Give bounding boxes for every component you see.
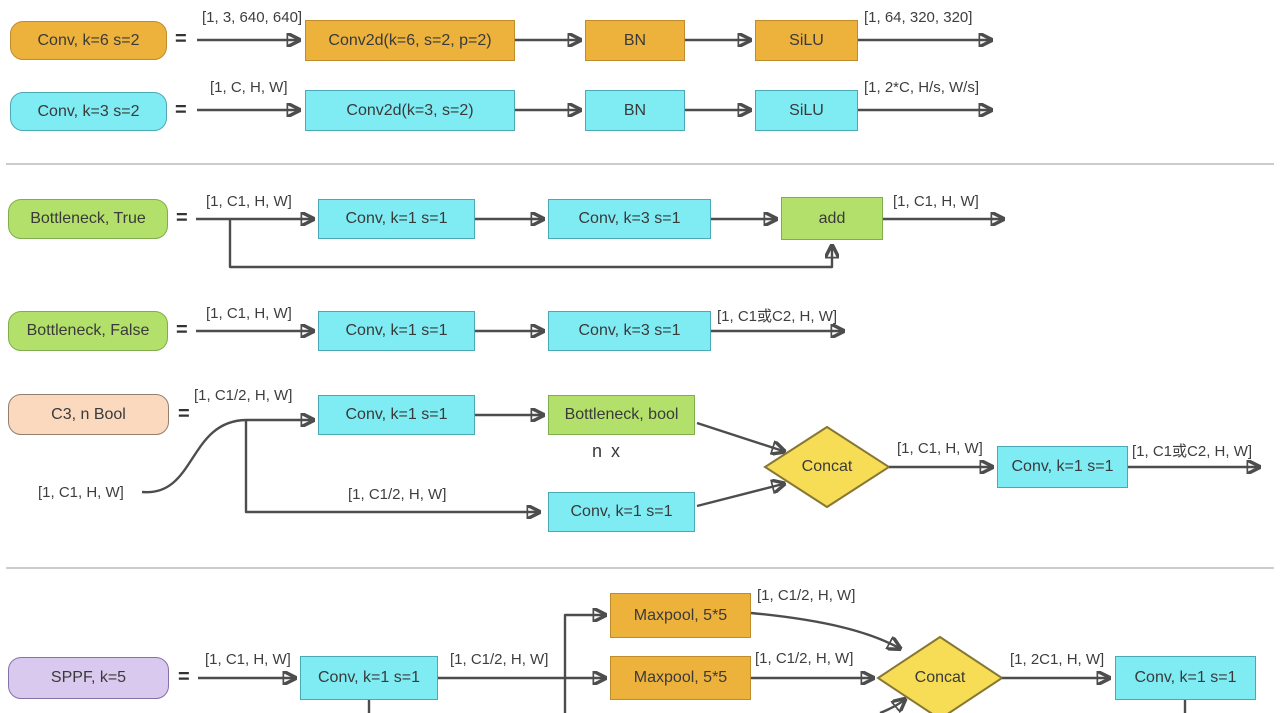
maxpool-box: Maxpool, 5*5 [610, 593, 751, 638]
maxpool-label: Maxpool, 5*5 [633, 606, 728, 624]
tensor-label: [1, C1或C2, H, W] [717, 308, 838, 325]
sppf-concat-diamond [876, 635, 1004, 713]
conv-k6-pill-label: Conv, k=6 s=2 [37, 31, 140, 49]
conv-label: Conv, k=3 s=1 [578, 322, 681, 340]
bottleneck-bool-label: Bottleneck, bool [564, 406, 679, 424]
silu-box: SiLU [755, 20, 858, 61]
bottleneck-false-pill: Bottleneck, False [8, 311, 168, 351]
concat-diamond-label: Concat [801, 458, 853, 475]
equals-sign: = [175, 99, 187, 121]
tensor-label: [1, C1, H, W] [893, 193, 979, 210]
conv-box: Conv, k=1 s=1 [548, 492, 695, 532]
c3-edges [141, 415, 1258, 512]
tensor-label: [1, C1, H, W] [206, 193, 292, 210]
bn-label: BN [623, 101, 647, 119]
sppf-pill: SPPF, k=5 [8, 657, 169, 699]
sppf-edges [198, 613, 1187, 713]
conv-label: Conv, k=3 s=1 [578, 210, 681, 228]
tensor-label: [1, 2*C, H/s, W/s] [864, 79, 980, 96]
silu-box: SiLU [755, 90, 858, 131]
conv-box: Conv, k=1 s=1 [318, 395, 475, 435]
conv-k6-pill: Conv, k=6 s=2 [10, 21, 167, 60]
add-label: add [818, 209, 846, 227]
bn-box: BN [585, 20, 685, 61]
tensor-label: [1, 2C1, H, W] [1010, 651, 1105, 668]
conv-box: Conv, k=1 s=1 [997, 446, 1128, 488]
bn-box: BN [585, 90, 685, 131]
bn-label: BN [623, 31, 647, 49]
conv-box: Conv, k=1 s=1 [318, 199, 475, 239]
silu-label: SiLU [789, 31, 824, 49]
equals-sign: = [178, 403, 190, 425]
conv-label: Conv, k=1 s=1 [345, 406, 448, 424]
c3-concat-diamond [763, 425, 891, 509]
conv-box: Conv, k=1 s=1 [1115, 656, 1256, 700]
bottleneck-true-pill-label: Bottleneck, True [30, 210, 146, 228]
equals-sign: = [178, 666, 190, 688]
section-divider-top [6, 163, 1274, 165]
tensor-label: [1, C1/2, H, W] [194, 387, 293, 404]
conv-label: Conv, k=1 s=1 [1134, 669, 1237, 687]
conv2d-k3-box: Conv2d(k=3, s=2) [305, 90, 515, 131]
repeat-count-label: n x [592, 441, 623, 461]
tensor-label: [1, 64, 320, 320] [864, 9, 973, 26]
bottleneck-true-pill: Bottleneck, True [8, 199, 168, 239]
equals-sign: = [175, 28, 187, 50]
tensor-label: [1, C1, H, W] [38, 484, 124, 501]
conv-label: Conv, k=1 s=1 [1011, 458, 1114, 476]
conv2d-k6-label: Conv2d(k=6, s=2, p=2) [328, 31, 492, 49]
tensor-label: [1, C1或C2, H, W] [1132, 443, 1253, 460]
maxpool-box: Maxpool, 5*5 [610, 656, 751, 700]
sppf-pill-label: SPPF, k=5 [50, 669, 127, 687]
maxpool-label: Maxpool, 5*5 [633, 669, 728, 687]
c3-pill-label: C3, n Bool [51, 405, 126, 423]
conv-box: Conv, k=1 s=1 [318, 311, 475, 351]
conv2d-k6-box: Conv2d(k=6, s=2, p=2) [305, 20, 515, 61]
tensor-label: [1, C1, H, W] [205, 651, 291, 668]
tensor-label: [1, C1/2, H, W] [755, 650, 854, 667]
conv-k3-pill: Conv, k=3 s=2 [10, 92, 167, 131]
tensor-label: [1, 3, 640, 640] [202, 9, 303, 26]
conv-label: Conv, k=1 s=1 [318, 669, 420, 687]
tensor-label: [1, C1, H, W] [206, 305, 292, 322]
section-divider-bottom [6, 567, 1274, 569]
add-box: add [781, 197, 883, 240]
tensor-label: [1, C1/2, H, W] [757, 587, 856, 604]
equals-sign: = [176, 207, 188, 229]
bottleneck-false-pill-label: Bottleneck, False [26, 322, 150, 340]
bottleneck-bool-box: Bottleneck, bool [548, 395, 695, 435]
conv-k3-pill-label: Conv, k=3 s=2 [37, 102, 140, 120]
conv2d-k3-label: Conv2d(k=3, s=2) [346, 101, 474, 119]
conv-box: Conv, k=1 s=1 [300, 656, 438, 700]
conv-box: Conv, k=3 s=1 [548, 199, 711, 239]
tensor-label: [1, C, H, W] [210, 79, 288, 96]
equals-sign: = [176, 319, 188, 341]
conv-label: Conv, k=1 s=1 [345, 322, 448, 340]
conv-box: Conv, k=3 s=1 [548, 311, 711, 351]
concat-diamond-label: Concat [914, 669, 966, 686]
silu-label: SiLU [789, 101, 824, 119]
c3-pill: C3, n Bool [8, 394, 169, 435]
bottleneck-true-edges [196, 219, 1002, 269]
tensor-label: [1, C1, H, W] [897, 440, 983, 457]
conv-label: Conv, k=1 s=1 [345, 210, 448, 228]
conv-label: Conv, k=1 s=1 [570, 503, 673, 521]
tensor-label: [1, C1/2, H, W] [348, 486, 447, 503]
tensor-label: [1, C1/2, H, W] [450, 651, 549, 668]
